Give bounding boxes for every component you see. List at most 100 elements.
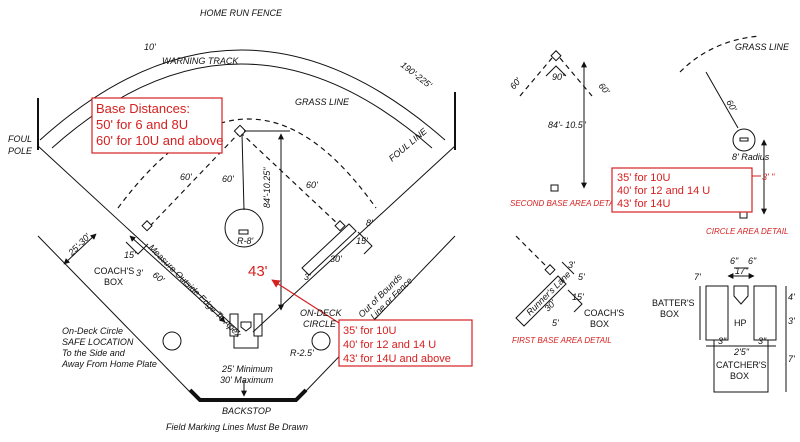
backstop-max-label: 30' Maximum — [220, 375, 274, 385]
first-dim-c: 15' — [572, 292, 584, 302]
right-foul-line — [252, 145, 456, 333]
bb-gap-right: 3" — [758, 336, 767, 346]
runners-lane — [301, 223, 357, 276]
second-angle: 90° — [552, 72, 566, 82]
second-caption: SECOND BASE AREA DETAIL — [510, 199, 621, 208]
runner-lane-width: 3' — [304, 272, 311, 282]
grass-line-label: GRASS LINE — [295, 97, 350, 107]
first-dim-d: 5' — [552, 318, 559, 328]
circle-dim-marker: 3' " — [762, 172, 775, 182]
bb-height-top: 7' — [694, 272, 701, 282]
bb-catchers-2: BOX — [730, 371, 749, 381]
home-run-fence — [39, 49, 446, 141]
first-dim-a: 3' — [568, 260, 575, 270]
runner-lane-length: 30' — [330, 254, 342, 264]
pitching-rubber — [238, 229, 249, 235]
fence-distance-label: 190'-225' — [399, 60, 434, 91]
coach-box-dim-b: 3' — [136, 268, 143, 278]
circle-line-3: 43' for 14U — [617, 198, 671, 210]
bb-label-1: BATTER'S — [652, 298, 695, 308]
measure-note-label: Measure Outside Edge To Apex — [147, 242, 244, 339]
main-field: HOME RUN FENCE 10' WARNING TRACK 190'-22… — [8, 8, 456, 432]
pitch-distances-callout: 35' for 10U 40' for 12 and 14 U 43' for … — [338, 319, 473, 367]
circle-radius-label: 8' Radius — [732, 152, 770, 162]
on-deck-circle-right — [311, 331, 331, 351]
coach-offset-label: 25'-30' — [66, 231, 93, 258]
coachs-box-label-2: BOX — [104, 277, 123, 287]
on-deck-radius-label: R-2.5' — [290, 348, 314, 358]
catchers-box — [233, 336, 259, 349]
bb-dim-right: 6" — [748, 256, 757, 266]
base-distances-line-1: 50' for 6 and 8U — [96, 117, 188, 132]
circle-line-2: 40' for 12 and 14 U — [617, 185, 710, 197]
left-outside-line — [37, 235, 191, 393]
circle-radius-label: 60' — [222, 174, 234, 184]
pitch-distances-line-2: 40' for 12 and 14 U — [343, 339, 436, 351]
first-base-box-b: 8' — [366, 218, 373, 228]
second-center-dim: 84'- 10.5" — [548, 120, 587, 130]
first-caption: FIRST BASE AREA DETAIL — [512, 336, 612, 345]
first-base-detail: Runner's Lane 30' 3' 5' 15' 5' COACH'S B… — [512, 235, 624, 345]
bb-dim-left: 6" — [730, 256, 739, 266]
second-left-dim: 60' — [508, 76, 523, 92]
base-distances-callout: Base Distances: 50' for 6 and 8U 60' for… — [91, 97, 224, 154]
pitch-distances-line-1: 35' for 10U — [343, 325, 397, 337]
coach-offset-dim — [63, 233, 97, 265]
measure-line — [129, 235, 226, 323]
safe-location-line-3: To the Side and — [62, 348, 126, 358]
bb-plate-width: 17" — [735, 266, 749, 276]
warning-track-label: WARNING TRACK — [162, 56, 239, 66]
bb-catcher-depth: 7' — [788, 354, 795, 364]
backstop-wall — [188, 388, 308, 402]
warning-track-width: 10' — [144, 42, 156, 52]
base-distances-line-2: 60' for 10U and above — [96, 133, 224, 148]
first-coachs-box-1: COACH'S — [584, 308, 624, 318]
first-dim-b: 5' — [578, 272, 585, 282]
second-to-first-line — [239, 131, 341, 227]
first-base — [334, 220, 346, 232]
coach-box-dim-a: 15' — [124, 250, 136, 260]
grass-line-arc — [117, 118, 377, 209]
home-run-fence-label: HOME RUN FENCE — [200, 8, 283, 18]
bb-height-side: 3' — [788, 316, 795, 326]
safe-location-line-4: Away From Home Plate — [61, 359, 157, 369]
bb-label-2: BOX — [660, 309, 679, 319]
safe-location-line-1: On-Deck Circle — [62, 326, 123, 336]
bb-height-mid: 4' — [788, 292, 795, 302]
coachs-box-label-1: COACH'S — [94, 266, 134, 276]
baseline-left-label: 60' — [180, 172, 192, 182]
circle-area-detail: GRASS LINE 60' 8' Radius 35' for 10U 40'… — [611, 35, 790, 236]
bb-home-plate: HP — [734, 318, 747, 328]
backstop-min-label: 25' Minimum — [221, 364, 273, 374]
first-base-box-a: 15' — [356, 236, 368, 246]
third-base — [141, 220, 153, 232]
first-coachs-box-2: BOX — [590, 319, 609, 329]
third-base-line-distance: 60' — [151, 270, 167, 285]
foul-line-label: FOUL LINE — [387, 125, 430, 163]
base-distances-title: Base Distances: — [96, 101, 190, 116]
bb-catchers-1: CATCHER'S — [716, 360, 767, 370]
safe-location-line-2: SAFE LOCATION — [62, 337, 134, 347]
circle-line-1: 35' for 10U — [617, 172, 671, 184]
backstop-label: BACKSTOP — [222, 406, 271, 416]
first-coach-box — [357, 231, 373, 255]
pitch-distance-leader — [271, 279, 351, 331]
pitch-distances-line-3: 43' for 14U and above — [343, 353, 451, 365]
bb-gap-left: 3" — [718, 336, 727, 346]
home-plate — [240, 321, 252, 332]
circle-grass-line: GRASS LINE — [735, 42, 790, 52]
red-distance-label: 43' — [248, 263, 268, 280]
bb-gap-center: 2'5" — [733, 347, 750, 357]
circle-radius-dim: 60' — [724, 98, 739, 113]
batters-box-detail: 6" 6" 17" BATTER'S BOX HP 3" 3" 2'5" 7' … — [652, 256, 795, 393]
circle-radius-line — [241, 133, 245, 211]
foul-pole-label-1: FOUL — [8, 134, 32, 144]
on-deck-label-1: ON-DECK — [300, 308, 342, 318]
on-deck-circle-left — [162, 331, 182, 351]
rubber-radius-label: R-8' — [237, 236, 254, 246]
right-outside-line — [304, 235, 456, 393]
on-deck-label-2: CIRCLE — [303, 319, 337, 329]
foul-pole-label-2: POLE — [8, 146, 33, 156]
